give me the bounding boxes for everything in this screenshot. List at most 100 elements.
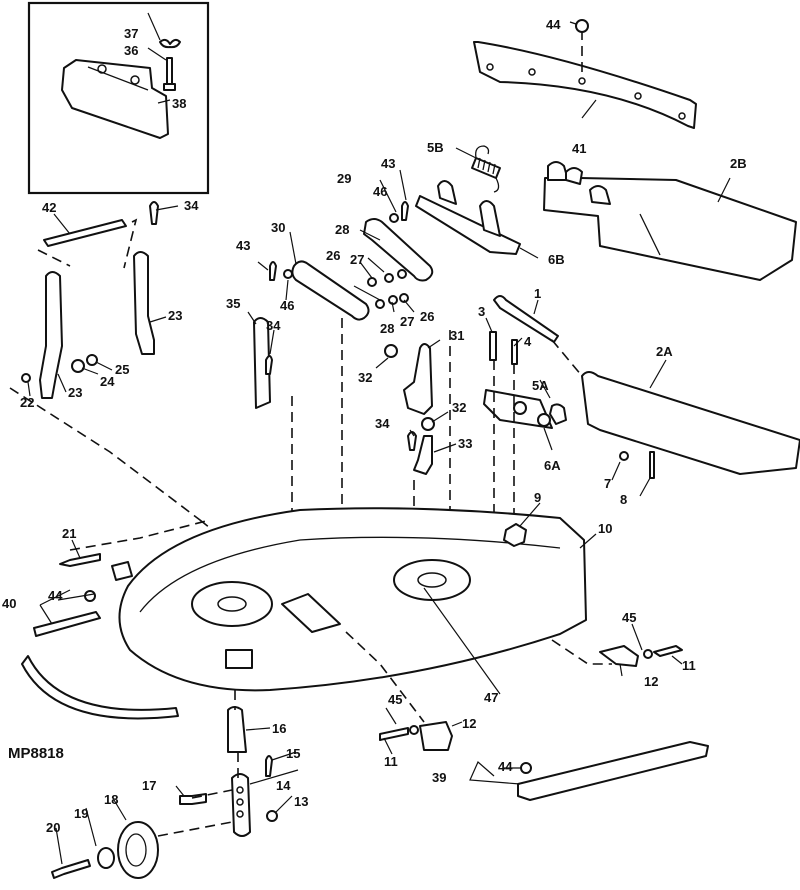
callout-1: 1 bbox=[534, 286, 541, 301]
part-9-idler bbox=[503, 523, 527, 547]
callout-14: 14 bbox=[276, 778, 291, 793]
callout-27-upper: 27 bbox=[350, 252, 364, 267]
part-32-nut-upper bbox=[384, 344, 398, 358]
callout-41: 41 bbox=[572, 141, 586, 156]
callout-32-lower: 32 bbox=[452, 400, 466, 415]
part-33-spring-rod bbox=[413, 435, 433, 475]
part-46-washer-left bbox=[283, 269, 293, 279]
callout-31: 31 bbox=[450, 328, 464, 343]
part-23-arm-left bbox=[39, 271, 63, 399]
part-43-clip-left bbox=[269, 261, 277, 281]
part-41-baffle bbox=[473, 41, 697, 129]
callout-15: 15 bbox=[286, 746, 300, 761]
part-30-link bbox=[291, 260, 370, 321]
callout-25: 25 bbox=[115, 362, 129, 377]
part-38-shield bbox=[61, 59, 169, 139]
part-44-nut-left bbox=[84, 590, 96, 602]
callout-4: 4 bbox=[524, 334, 532, 349]
callout-12-lower: 12 bbox=[462, 716, 476, 731]
callout-47: 47 bbox=[484, 690, 498, 705]
figure-code: MP8818 bbox=[8, 745, 64, 762]
part-36-bolt bbox=[166, 57, 173, 85]
part-35-lever bbox=[253, 317, 271, 409]
callout-18: 18 bbox=[104, 792, 118, 807]
callout-13: 13 bbox=[294, 794, 308, 809]
callout-24: 24 bbox=[100, 374, 115, 389]
part-5b-spring bbox=[471, 157, 501, 179]
callout-2b: 2B bbox=[730, 156, 747, 171]
callout-38: 38 bbox=[172, 96, 186, 111]
part-22-washer bbox=[21, 373, 31, 383]
part-7-washer bbox=[619, 451, 629, 461]
part-46-washer-right bbox=[389, 213, 399, 223]
callout-37: 37 bbox=[124, 26, 138, 41]
part-29-link bbox=[363, 218, 434, 282]
callout-36: 36 bbox=[124, 43, 138, 58]
part-8-pin bbox=[649, 451, 655, 479]
part-12-skid-lower bbox=[419, 721, 453, 751]
callout-34-lower: 34 bbox=[375, 416, 390, 431]
callout-3: 3 bbox=[478, 304, 485, 319]
callout-30: 30 bbox=[271, 220, 285, 235]
callout-40: 40 bbox=[2, 596, 16, 611]
callout-39: 39 bbox=[432, 770, 446, 785]
callout-45-lower: 45 bbox=[388, 692, 402, 707]
callout-10: 10 bbox=[598, 521, 612, 536]
part-25-nut bbox=[86, 354, 98, 366]
part-21-bolt bbox=[59, 553, 101, 567]
callout-45-right: 45 bbox=[622, 610, 636, 625]
part-12-skid-right bbox=[599, 645, 639, 667]
part-34-pin-lower bbox=[407, 431, 417, 451]
callout-7: 7 bbox=[604, 476, 611, 491]
part-13-nut bbox=[266, 810, 278, 822]
inset-box bbox=[27, 1, 210, 195]
part-2a-discharge-chute bbox=[581, 371, 800, 475]
callout-9: 9 bbox=[534, 490, 541, 505]
callout-12-right: 12 bbox=[644, 674, 658, 689]
part-39-baffle bbox=[517, 741, 709, 801]
callout-44-left: 44 bbox=[48, 588, 63, 603]
part-45-washer-right bbox=[643, 649, 653, 659]
callout-5b: 5B bbox=[427, 140, 444, 155]
part-4-pin bbox=[511, 339, 518, 365]
callout-32-upper: 32 bbox=[358, 370, 372, 385]
part-44-nut-top bbox=[575, 19, 589, 33]
part-24-nut bbox=[71, 359, 85, 373]
callout-46-right: 46 bbox=[373, 184, 387, 199]
part-11-bolt-right bbox=[653, 645, 683, 657]
callout-44-top: 44 bbox=[546, 17, 561, 32]
part-2b-discharge-chute bbox=[543, 177, 797, 281]
callout-26-upper: 26 bbox=[326, 248, 340, 263]
callout-23-left: 23 bbox=[68, 385, 82, 400]
callout-46-left: 46 bbox=[280, 298, 294, 313]
part-3-bolt bbox=[489, 331, 497, 361]
callout-42: 42 bbox=[42, 200, 56, 215]
part-44-nut-lower bbox=[520, 762, 532, 774]
callout-27-lower: 27 bbox=[400, 314, 414, 329]
callout-23-right: 23 bbox=[168, 308, 182, 323]
leader-lines bbox=[27, 12, 731, 865]
part-42-rod bbox=[43, 219, 127, 247]
part-37-wing-nut bbox=[159, 38, 181, 49]
callout-33: 33 bbox=[458, 436, 472, 451]
callout-34-middle: 34 bbox=[266, 318, 281, 333]
part-45-washer-lower bbox=[409, 725, 419, 735]
callout-8: 8 bbox=[620, 492, 627, 507]
callout-5a: 5A bbox=[532, 378, 549, 393]
callout-20: 20 bbox=[46, 820, 60, 835]
part-6b-bracket bbox=[415, 195, 521, 255]
part-40-baffle-left bbox=[21, 655, 179, 720]
part-34-pin-upper bbox=[149, 201, 159, 225]
part-34-pin-middle bbox=[265, 355, 273, 375]
callout-29: 29 bbox=[337, 171, 351, 186]
callout-28-upper: 28 bbox=[335, 222, 349, 237]
callout-35: 35 bbox=[226, 296, 240, 311]
callout-19: 19 bbox=[74, 806, 88, 821]
callout-6a: 6A bbox=[544, 458, 561, 473]
part-23-arm-right bbox=[133, 251, 155, 355]
part-15-clip bbox=[265, 755, 273, 777]
callout-43-left: 43 bbox=[236, 238, 250, 253]
part-16-bracket bbox=[227, 706, 247, 753]
